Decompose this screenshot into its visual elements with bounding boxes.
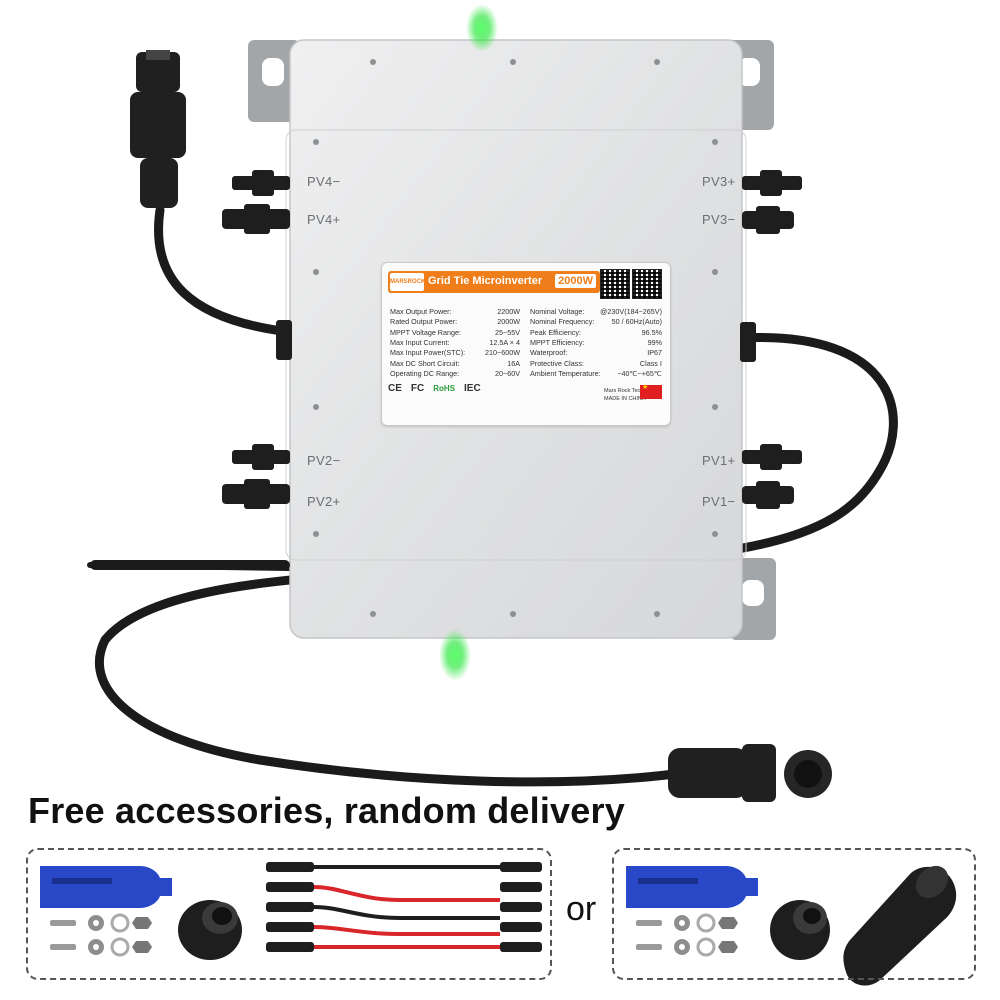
spec-key: Waterproof: xyxy=(530,348,568,358)
accessory-screws-1 xyxy=(50,913,152,957)
spec-key: Operating DC Range: xyxy=(390,368,460,378)
accessory-end-cap-2 xyxy=(770,900,830,960)
spec-row: Max Input Power(STC): 210~600W xyxy=(390,348,520,358)
made-in: MADE IN CHINA xyxy=(604,396,646,402)
spec-row: Ambient Temperature: −40℃~+65℃ xyxy=(530,369,662,379)
port-label-pv3-plus: PV3+ xyxy=(702,174,736,189)
spec-row: MPPT Efficiency: 99% xyxy=(530,338,662,348)
spec-key: Protective Class: xyxy=(530,358,584,368)
spec-value: 12.5A × 4 xyxy=(489,337,520,347)
port-label-pv1-plus: PV1+ xyxy=(702,453,736,468)
spec-row: Rated Output Power: 2000W xyxy=(390,317,520,327)
nameplate-title: Grid Tie Microinverter xyxy=(428,275,543,287)
accessory-ac-plug-2 xyxy=(843,865,957,986)
china-flag-icon xyxy=(640,383,662,399)
spec-value: 99% xyxy=(647,337,662,347)
spec-row: MPPT Voltage Range: 25~55V xyxy=(390,328,520,338)
iec-mark: IEC xyxy=(464,383,481,394)
nameplate: MARSROCK Grid Tie Microinverter 2000W Ma… xyxy=(381,262,671,426)
spec-value: @230V(184~265V) xyxy=(600,307,662,316)
accessory-screws-2 xyxy=(636,913,738,957)
port-label-pv4-minus: PV4− xyxy=(307,174,341,189)
ac-connector-bottom xyxy=(668,744,832,802)
pv-connectors-left xyxy=(222,170,292,509)
spec-key: Ambient Temperature: xyxy=(530,368,601,378)
accessory-end-cap-1 xyxy=(178,900,242,960)
qr-code-icon xyxy=(632,269,662,299)
spec-row: Nominal Frequency: 50 / 60Hz(Auto) xyxy=(530,317,662,327)
spec-key: Nominal Voltage: xyxy=(530,307,585,316)
spec-row: Max Input Current: 12.5A × 4 xyxy=(390,338,520,348)
spec-value: Class Ⅰ xyxy=(639,358,662,368)
port-label-pv1-minus: PV1− xyxy=(702,494,736,509)
spec-value: 50 / 60Hz(Auto) xyxy=(611,317,662,327)
spec-key: Nominal Frequency: xyxy=(530,317,595,327)
spec-row: Max Output Power: 2200W xyxy=(390,307,520,317)
accessories-headline: Free accessories, random delivery xyxy=(28,790,625,831)
brand-logo: MARSROCK xyxy=(390,273,425,291)
spec-value: IP67 xyxy=(647,348,662,358)
port-label-pv2-minus: PV2− xyxy=(307,453,341,468)
fcc-mark: FC xyxy=(410,383,425,394)
spec-row: Peak Efficiency: 96.5% xyxy=(530,328,662,338)
or-label: or xyxy=(566,890,597,928)
accessory-option-2 xyxy=(612,848,976,980)
spec-key: Max Input Current: xyxy=(390,337,450,347)
maker-info: Mars Rock Tech. MADE IN CHINA xyxy=(604,387,646,403)
spec-row: Max DC Short Circuit: 16A xyxy=(390,359,520,369)
accessory-branch-cables xyxy=(266,862,542,952)
housing-screws xyxy=(313,59,718,617)
nameplate-header: MARSROCK Grid Tie Microinverter 2000W xyxy=(388,271,600,293)
accessory-wrench-2 xyxy=(626,866,758,908)
status-led-glow xyxy=(439,4,498,681)
rohs-mark: RoHS xyxy=(433,384,456,393)
spec-value: 210~600W xyxy=(485,348,520,358)
spec-key: Max Output Power: xyxy=(390,307,452,316)
port-label-pv2-plus: PV2+ xyxy=(307,494,341,509)
nameplate-power: 2000W xyxy=(555,274,596,288)
spec-value: 16A xyxy=(507,358,520,368)
spec-key: MPPT Efficiency: xyxy=(530,337,585,347)
spec-value: 2000W xyxy=(497,317,520,327)
spec-row: Operating DC Range: 20~60V xyxy=(390,369,520,379)
spec-row: Nominal Voltage: @230V(184~265V) xyxy=(530,307,662,317)
spec-value: 2200W xyxy=(497,307,520,316)
spec-key: Max DC Short Circuit: xyxy=(390,358,460,368)
pv-connectors-right xyxy=(740,170,802,509)
port-label-pv3-minus: PV3− xyxy=(702,212,736,227)
ac-connector-top xyxy=(130,50,186,208)
antenna xyxy=(90,560,290,570)
spec-value: 25~55V xyxy=(495,327,520,337)
spec-key: Peak Efficiency: xyxy=(530,327,582,337)
maker-name: Mars Rock Tech. xyxy=(604,388,645,394)
spec-key: Max Input Power(STC): xyxy=(390,348,466,358)
accessory-wrench-1 xyxy=(40,866,172,908)
spec-row: Waterproof: IP67 xyxy=(530,348,662,358)
spec-value: 96.5% xyxy=(641,327,662,337)
ce-mark: CE xyxy=(388,383,402,394)
spec-value: −40℃~+65℃ xyxy=(617,368,662,378)
spec-row: Protective Class: Class Ⅰ xyxy=(530,359,662,369)
accessory-option-1 xyxy=(26,848,552,980)
qr-code-icon xyxy=(600,269,630,299)
port-label-pv4-plus: PV4+ xyxy=(307,212,341,227)
spec-key: Rated Output Power: xyxy=(390,317,458,327)
spec-value: 20~60V xyxy=(495,368,520,378)
certification-marks: CE FC RoHS IEC xyxy=(388,383,481,394)
spec-key: MPPT Voltage Range: xyxy=(390,327,461,337)
